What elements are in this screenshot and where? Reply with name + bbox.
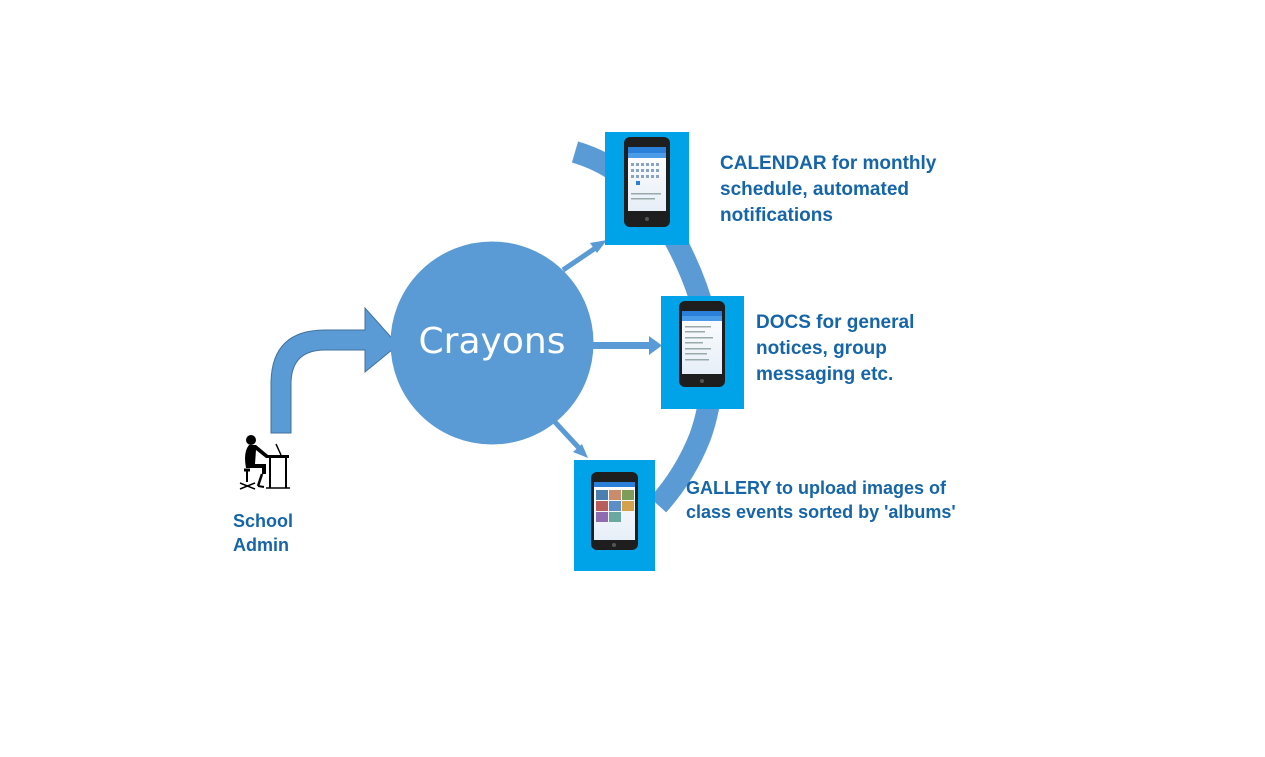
hub-to-calendar-arrow (561, 240, 607, 273)
calendar-description: CALENDAR for monthly schedule, automated… (720, 153, 937, 226)
docs-description: DOCS for general notices, group messagin… (756, 312, 915, 385)
admin-label-line2: Admin (233, 535, 289, 555)
gallery-description: GALLERY to upload images of class events… (686, 478, 956, 522)
docs-tile (661, 296, 744, 409)
phone-docs-screen-icon (679, 301, 725, 387)
hub-to-gallery-arrow (552, 419, 588, 458)
admin-label-line1: School (233, 511, 294, 531)
hub-label: Crayons (418, 321, 566, 362)
arc-cap-mask (560, 120, 605, 140)
calendar-tile (605, 132, 689, 245)
admin-to-hub-arrow (270, 306, 399, 434)
hub-to-docs-arrow (593, 336, 662, 355)
school-admin-label: School Admin (233, 509, 323, 557)
phone-calendar-screen-icon (624, 137, 670, 227)
phone-gallery-screen-icon (591, 472, 638, 550)
gallery-tile (574, 460, 655, 571)
person-at-desk-icon (239, 435, 290, 490)
